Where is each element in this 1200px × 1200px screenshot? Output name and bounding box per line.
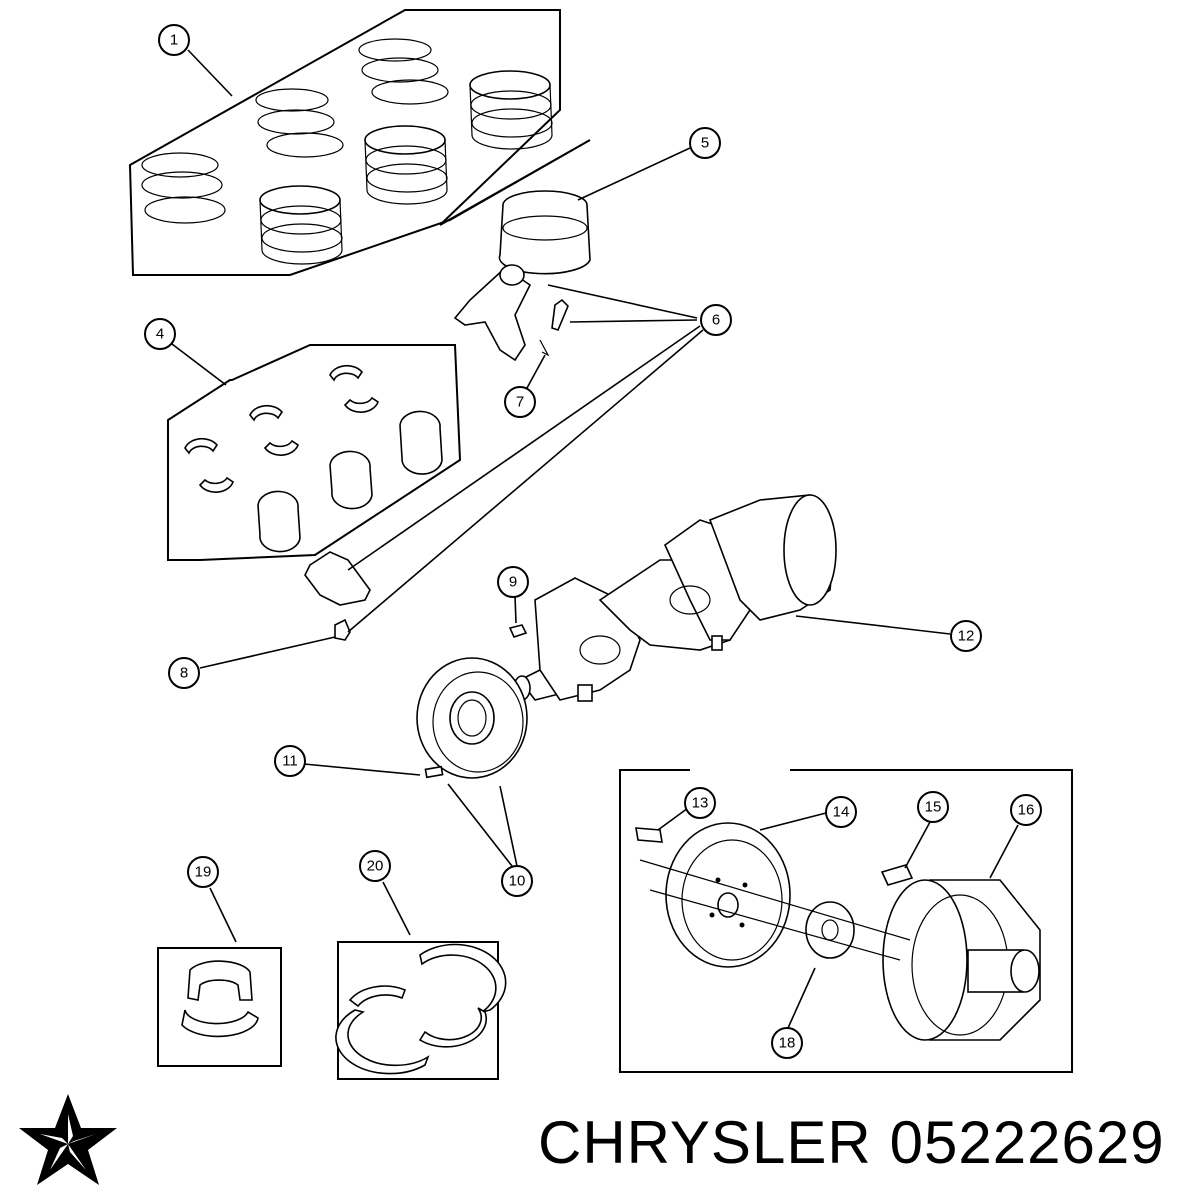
svg-text:18: 18 (779, 1035, 796, 1052)
callout-4: 4 (144, 318, 176, 350)
callout-13: 13 (684, 787, 716, 819)
callout-20: 20 (359, 850, 391, 882)
svg-text:14: 14 (833, 804, 850, 821)
callout-16: 16 (1010, 794, 1042, 826)
piston-and-connecting-rod (453, 190, 591, 362)
callout-10: 10 (501, 865, 533, 897)
chrysler-pentastar-icon (19, 1094, 117, 1185)
callout-5: 5 (689, 127, 721, 159)
bearing-shells (184, 364, 443, 553)
vibration-damper (416, 657, 528, 779)
callout-9: 9 (497, 566, 529, 598)
svg-text:16: 16 (1018, 802, 1035, 819)
flywheel-group (619, 769, 1073, 1073)
bearing-19-group (157, 947, 282, 1067)
callout-8: 8 (168, 657, 200, 689)
svg-text:10: 10 (509, 873, 526, 890)
callout-11: 11 (274, 745, 306, 777)
svg-text:19: 19 (195, 864, 212, 881)
part-number: 05222629 (889, 1109, 1165, 1176)
svg-text:1: 1 (170, 32, 178, 49)
callout-19: 19 (187, 856, 219, 888)
callout-6: 6 (700, 304, 732, 336)
svg-text:13: 13 (692, 795, 709, 812)
callout-14: 14 (825, 796, 857, 828)
callout-15: 15 (917, 791, 949, 823)
callout-12: 12 (950, 620, 982, 652)
brand-name: CHRYSLER (538, 1109, 872, 1176)
svg-text:11: 11 (282, 753, 298, 770)
thrust-washer-group (335, 941, 507, 1080)
svg-text:20: 20 (367, 858, 384, 875)
piston-ring-set-group (128, 9, 591, 276)
callout-18: 18 (771, 1027, 803, 1059)
main-bearing-set-group (167, 344, 462, 641)
piston-ring-cylinders (259, 70, 553, 265)
svg-text:5: 5 (701, 135, 709, 152)
leader-lines (171, 49, 1019, 1029)
svg-text:9: 9 (509, 574, 517, 591)
svg-text:7: 7 (516, 394, 524, 411)
svg-text:6: 6 (712, 312, 720, 329)
svg-text:4: 4 (156, 326, 164, 343)
dowel-pin (508, 624, 528, 638)
part-label: CHRYSLER 05222629 (538, 1108, 1183, 1177)
callout-7: 7 (504, 386, 536, 418)
svg-text:12: 12 (958, 628, 975, 645)
callout-1: 1 (158, 24, 190, 56)
svg-text:8: 8 (180, 665, 188, 682)
crankshaft (513, 494, 837, 702)
svg-text:15: 15 (925, 799, 942, 816)
piston-ring-stack (141, 38, 449, 224)
